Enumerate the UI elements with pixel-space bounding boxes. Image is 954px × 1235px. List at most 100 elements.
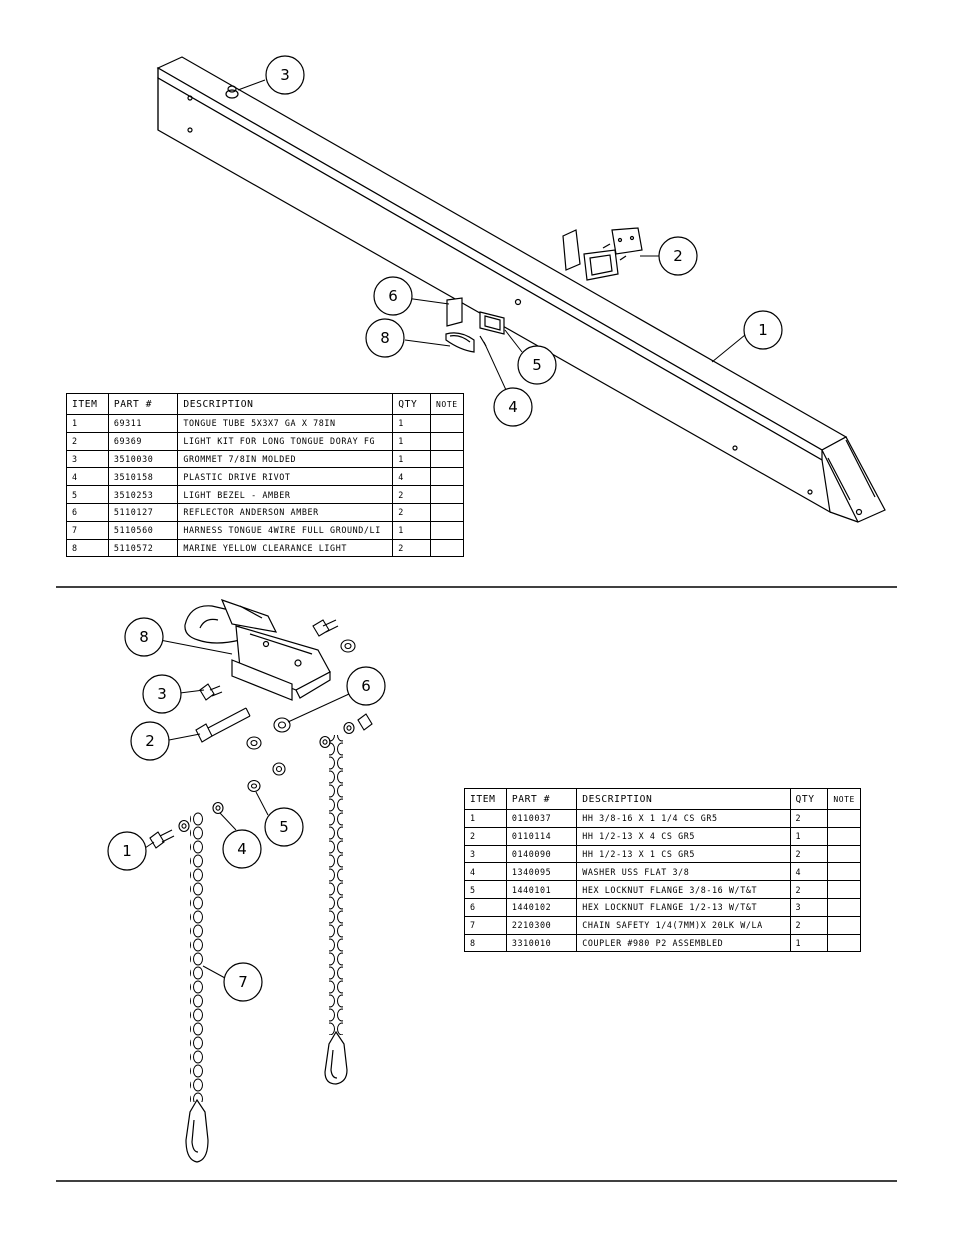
top-leader-lines [237,79,746,391]
header-qty: QTY [789,788,829,810]
header-qty: QTY [392,393,431,415]
svg-text:4: 4 [508,398,518,416]
bottom-balloon-2: 2 [130,721,170,761]
cell-item: 3 [66,449,109,469]
header-item: ITEM [464,788,507,810]
cell-part: 3310010 [505,933,578,953]
cell-item: 7 [66,520,109,540]
cell-item: 1 [66,414,109,433]
cell-part: 0110114 [505,826,578,846]
cell-description: TONGUE TUBE 5X3X7 GA X 78IN [177,414,394,433]
cell-part: 0140090 [505,844,578,864]
hardware-drawing [149,619,373,849]
cell-item: 7 [464,915,507,935]
cell-note [429,538,465,558]
cell-qty: 3 [789,897,829,917]
bottom-balloon-7: 7 [223,962,263,1002]
header-description: DESCRIPTION [177,393,394,415]
cell-item: 2 [464,826,507,846]
cell-note [827,844,861,864]
cell-description: HH 1/2-13 X 1 CS GR5 [576,844,791,864]
cell-item: 5 [464,880,507,899]
cell-note [429,485,465,504]
cell-qty: 4 [392,467,431,487]
bottom-balloon-8: 8 [124,617,164,657]
svg-text:2: 2 [673,247,683,265]
top-balloon-3: 3 [265,55,305,95]
cell-description: LIGHT BEZEL - AMBER [177,485,394,504]
cell-note [827,826,861,846]
cell-note [429,467,465,487]
cell-part: 5110127 [107,502,179,522]
cell-qty: 1 [392,449,431,469]
cell-item: 8 [66,538,109,558]
cell-item: 4 [464,862,507,882]
top-balloon-5: 5 [517,345,557,385]
cell-part: 1440101 [505,880,578,899]
cell-item: 1 [464,809,507,828]
cell-description: PLASTIC DRIVE RIVOT [177,467,394,487]
cell-item: 6 [66,502,109,522]
cell-description: HH 1/2-13 X 4 CS GR5 [576,826,791,846]
cell-qty: 2 [789,915,829,935]
bottom-balloon-6: 6 [346,666,386,706]
cell-qty: 2 [392,485,431,504]
cell-qty: 4 [789,862,829,882]
header-description: DESCRIPTION [576,788,791,810]
header-item: ITEM [66,393,109,415]
top-balloon-1: 1 [743,310,783,350]
safety-chains [185,735,348,1163]
cell-part: 0110037 [505,809,578,828]
cell-qty: 1 [392,431,431,451]
cell-note [429,449,465,469]
cell-qty: 2 [789,880,829,899]
cell-note [827,933,861,953]
cell-note [827,809,861,828]
cell-qty: 1 [789,933,829,953]
cell-part: 5110560 [107,520,179,540]
cell-part: 3510253 [107,485,179,504]
top-balloon-6: 6 [373,276,413,316]
cell-part: 1440102 [505,897,578,917]
cell-qty: 2 [392,538,431,558]
cell-qty: 1 [789,826,829,846]
cell-note [429,414,465,433]
cell-item: 2 [66,431,109,451]
header-note: NOTE [429,393,465,415]
cell-part: 69311 [107,414,179,433]
cell-description: HARNESS TONGUE 4WIRE FULL GROUND/LI [177,520,394,540]
cell-note [429,502,465,522]
cell-qty: 1 [392,520,431,540]
cell-item: 3 [464,844,507,864]
svg-text:2: 2 [145,732,155,750]
svg-text:1: 1 [122,842,132,860]
top-balloon-4: 4 [493,387,533,427]
svg-text:7: 7 [238,973,248,991]
cell-item: 6 [464,897,507,917]
cell-description: REFLECTOR ANDERSON AMBER [177,502,394,522]
svg-text:5: 5 [532,356,542,374]
cell-item: 8 [464,933,507,953]
cell-description: HEX LOCKNUT FLANGE 1/2-13 W/T&T [576,897,791,917]
cell-part: 3510158 [107,467,179,487]
bottom-leader-lines [144,639,350,979]
cell-description: HEX LOCKNUT FLANGE 3/8-16 W/T&T [576,880,791,899]
table-header-row: ITEM PART # DESCRIPTION QTY NOTE [464,788,861,810]
cell-description: LIGHT KIT FOR LONG TONGUE DORAY FG [177,431,394,451]
cell-description: GROMMET 7/8IN MOLDED [177,449,394,469]
top-balloon-2: 2 [658,236,698,276]
cell-description: MARINE YELLOW CLEARANCE LIGHT [177,538,394,558]
svg-text:5: 5 [279,818,289,836]
header-note: NOTE [827,788,861,810]
